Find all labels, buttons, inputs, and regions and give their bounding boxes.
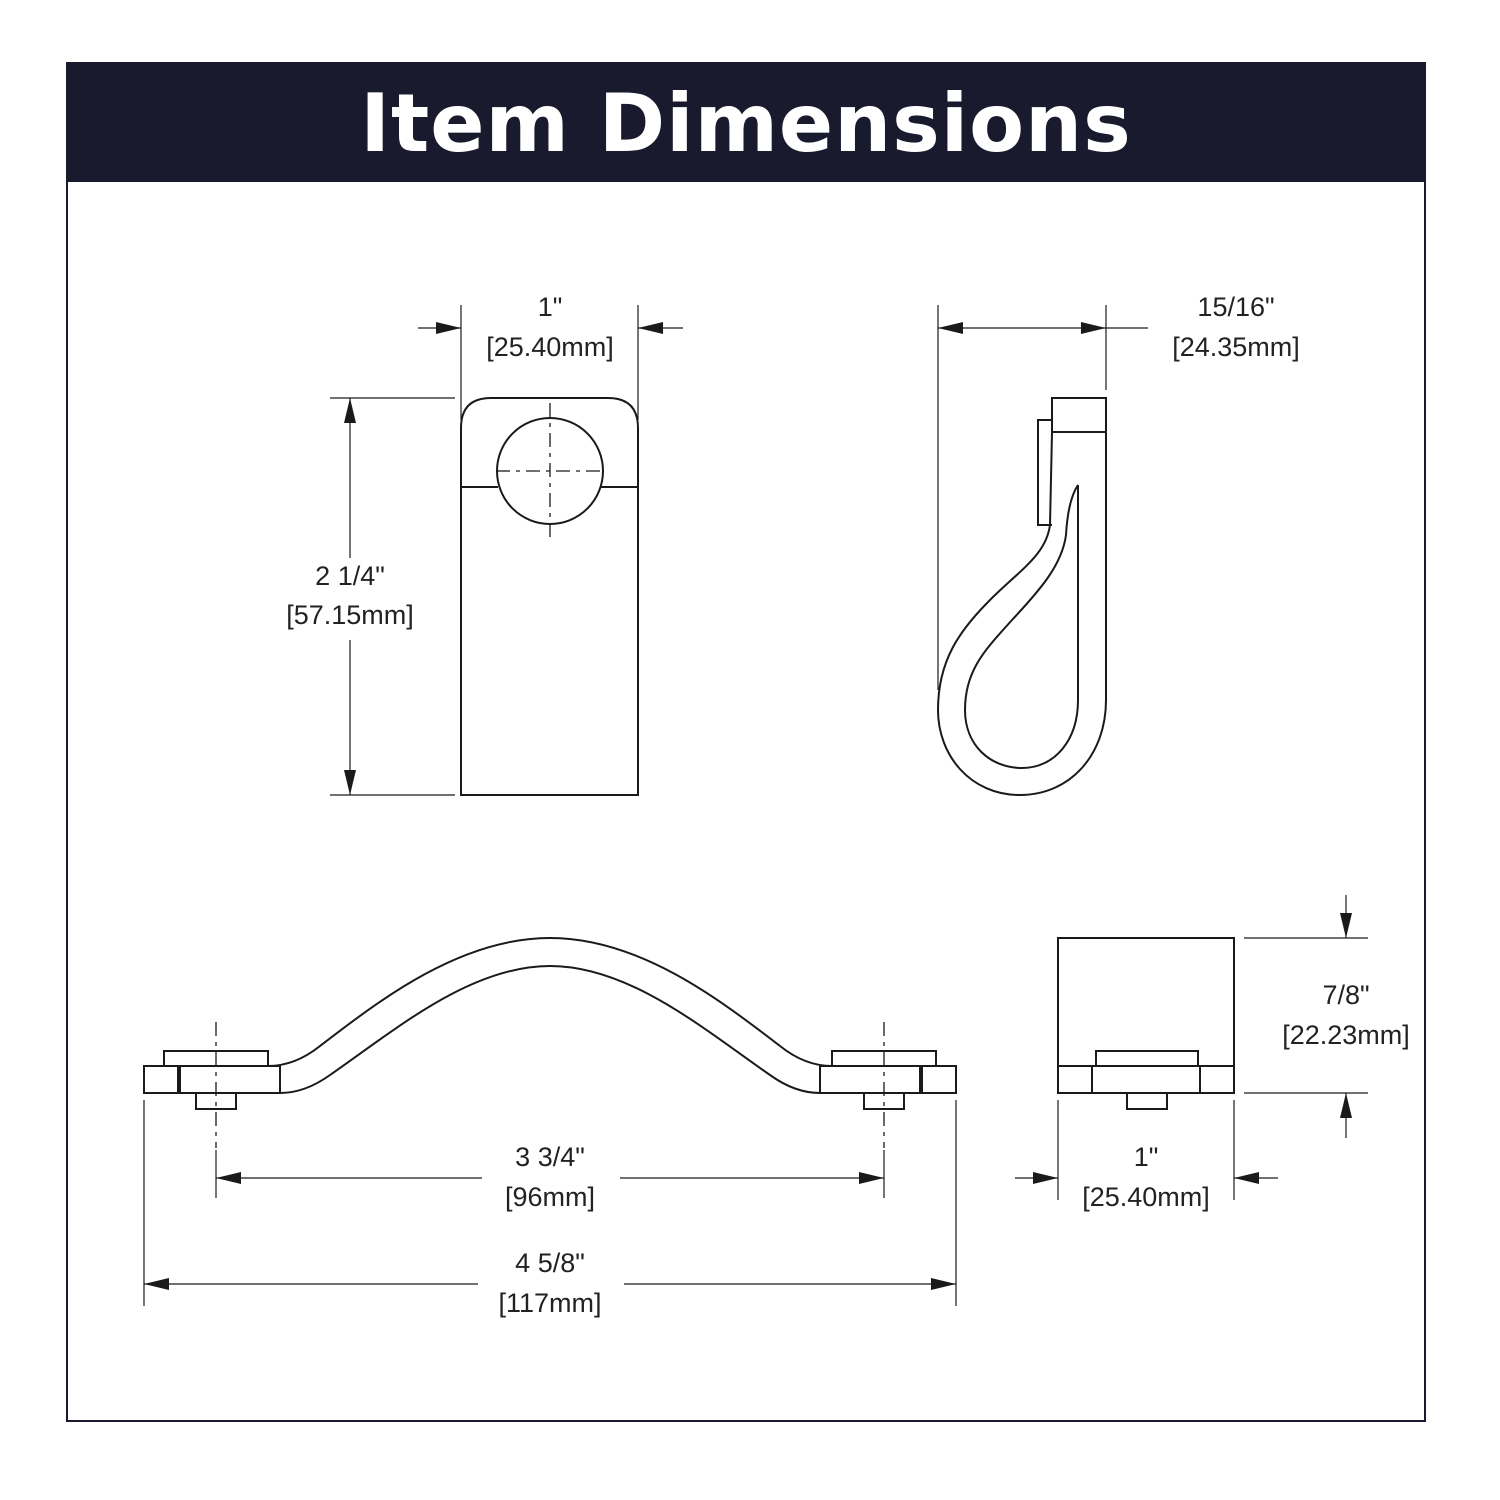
- end-width-mm: [25.40mm]: [1082, 1182, 1210, 1212]
- end-width-dimension: 1" [25.40mm]: [1015, 1100, 1278, 1212]
- front-view: [460, 397, 639, 796]
- top-overall-mm: [117mm]: [498, 1288, 601, 1318]
- front-width-dimension: 1" [25.40mm]: [418, 292, 683, 420]
- side-depth-dimension: 15/16" [24.35mm]: [937, 292, 1300, 690]
- title-banner: Item Dimensions: [68, 64, 1424, 182]
- top-overall-dimension: 4 5/8" [117mm]: [143, 1100, 957, 1318]
- side-view: [936, 397, 1107, 797]
- front-height-in: 2 1/4": [315, 561, 385, 591]
- diagram-frame: Item Dimensions: [66, 62, 1426, 1422]
- end-height-in: 7/8": [1322, 980, 1369, 1010]
- top-center-mm: [96mm]: [505, 1182, 595, 1212]
- top-overall-in: 4 5/8": [515, 1248, 585, 1278]
- side-depth-mm: [24.35mm]: [1172, 332, 1300, 362]
- top-center-dimension: 3 3/4" [96mm]: [215, 1142, 885, 1212]
- end-view: [1057, 937, 1235, 1110]
- end-height-mm: [22.23mm]: [1282, 1020, 1410, 1050]
- front-height-dimension: 2 1/4" [57.15mm]: [286, 397, 455, 796]
- side-depth-in: 15/16": [1197, 292, 1274, 322]
- front-width-in: 1": [538, 292, 563, 322]
- end-height-dimension: 7/8" [22.23mm]: [1244, 895, 1410, 1138]
- page-title: Item Dimensions: [360, 76, 1132, 170]
- top-view: [143, 936, 957, 1148]
- front-width-mm: [25.40mm]: [486, 332, 614, 362]
- end-width-in: 1": [1134, 1142, 1159, 1172]
- top-center-in: 3 3/4": [515, 1142, 585, 1172]
- front-height-mm: [57.15mm]: [286, 600, 414, 630]
